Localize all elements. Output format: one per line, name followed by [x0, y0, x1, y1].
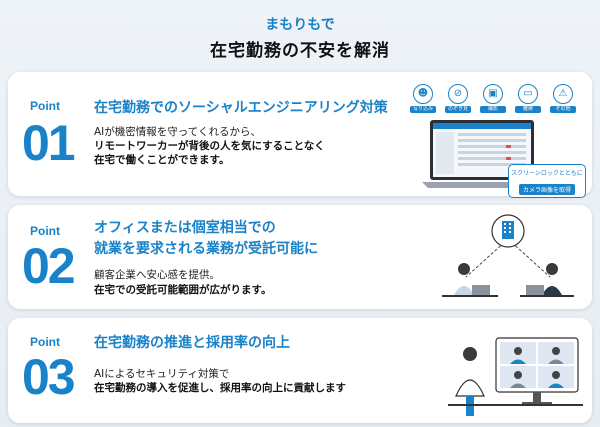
remote-work-illustration — [442, 214, 574, 297]
point-body-line: リモートワーカーが背後の人を気にすることなく — [94, 140, 325, 152]
header-subtitle: まもりもで — [265, 17, 335, 33]
video-meeting-illustration — [448, 337, 583, 416]
point-label: Point — [30, 224, 60, 238]
point-title: 在宅勤務でのソーシャルエンジニアリング対策 — [94, 100, 388, 116]
feature-tag: のぞき見 — [445, 106, 471, 113]
point-label: Point — [30, 335, 60, 349]
badge-line: スクリーンロックとともに — [511, 170, 583, 177]
phone-icon: ▣ 撮影 — [480, 84, 506, 113]
feature-tag: その他 — [550, 106, 576, 113]
point-number: 01 — [22, 115, 76, 171]
feature-tag: 離席 — [515, 106, 541, 113]
point-number: 03 — [22, 349, 76, 405]
screen-lock-badge: スクリーンロックとともに カメラ画像を取得 — [508, 164, 586, 198]
point-card-02: Point 02 オフィスまたは個室相当での 就業を要求される業務が受託可能に … — [8, 205, 592, 309]
feature-tag: 撮影 — [480, 106, 506, 113]
point-number: 02 — [22, 238, 76, 294]
point-body-line: AIによるセキュリティ対策で — [94, 368, 230, 380]
feature-icon-row: ☻ 写り込み ⊘ のぞき見 ▣ 撮影 ▭ 離席 ⚠ その他 — [410, 84, 580, 114]
point-card-01: Point 01 在宅勤務でのソーシャルエンジニアリング対策 AIが機密情報を守… — [8, 72, 592, 198]
point-body-line: 顧客企業へ安心感を提供。 — [94, 269, 220, 281]
warning-icon: ⚠ その他 — [550, 84, 576, 113]
page-header: まもりもで 在宅勤務の不安を解消 — [0, 0, 600, 70]
point-title: 就業を要求される業務が受託可能に — [94, 241, 318, 257]
point-body-line: 在宅勤務の導入を促進し、採用率の向上に貢献します — [94, 382, 346, 394]
header-title: 在宅勤務の不安を解消 — [210, 41, 390, 61]
point-label: Point — [30, 99, 60, 113]
point-body-line: 在宅で働くことができます。 — [94, 154, 230, 166]
camera-off-icon: ⊘ のぞき見 — [445, 84, 471, 113]
badge-line: カメラ画像を取得 — [518, 184, 575, 195]
feature-tag: 写り込み — [410, 106, 436, 113]
point-title: オフィスまたは個室相当での — [94, 220, 276, 236]
point-title: 在宅勤務の推進と採用率の向上 — [94, 335, 290, 351]
monitor-icon: ▭ 離席 — [515, 84, 541, 113]
point-card-03: Point 03 在宅勤務の推進と採用率の向上 AIによるセキュリティ対策で 在… — [8, 318, 592, 423]
person-icon: ☻ 写り込み — [410, 84, 436, 113]
point-body-line: AIが機密情報を守ってくれるから、 — [94, 126, 261, 138]
point-body-line: 在宅での受託可能範囲が広がります。 — [94, 284, 272, 296]
